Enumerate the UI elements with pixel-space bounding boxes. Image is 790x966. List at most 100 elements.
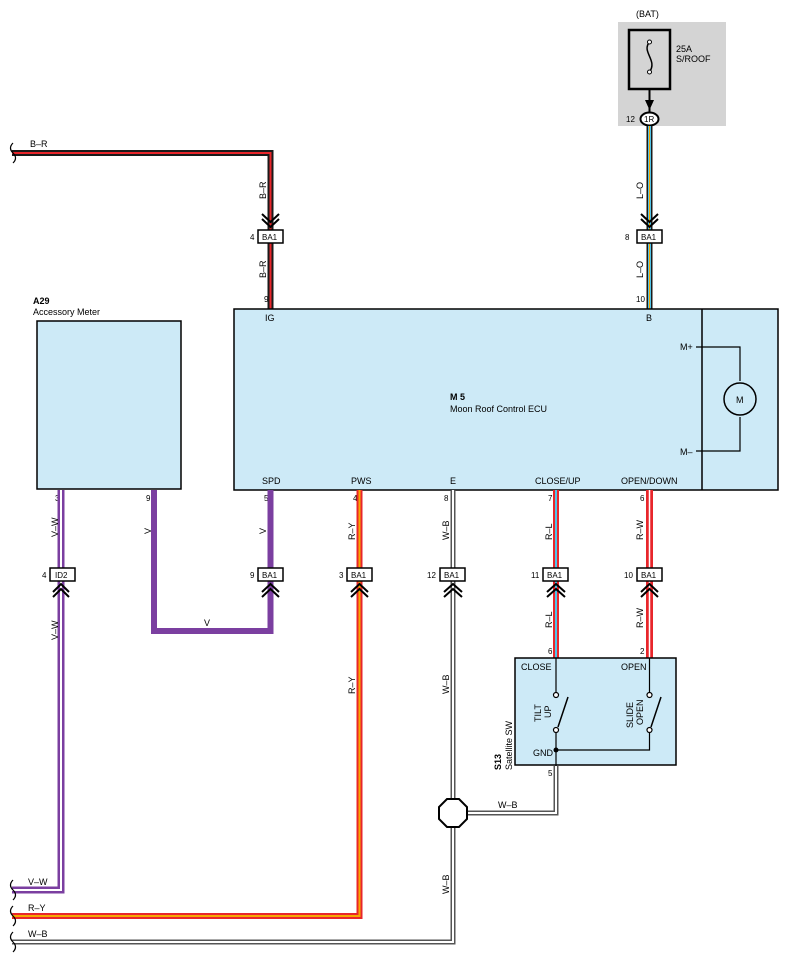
svg-text:B–R: B–R [258,260,268,278]
ecu-box [233,308,779,491]
svg-text:V: V [204,618,210,628]
svg-text:GND: GND [533,748,554,758]
wire-vw [12,490,65,894]
svg-text:M: M [736,395,744,405]
svg-text:8: 8 [625,233,630,242]
connector-rw-ba1: BA1 10 [624,567,663,598]
wire-br-label: B–R [30,139,48,149]
junction-arrow-icon [645,100,654,110]
svg-text:S13: S13 [493,754,503,770]
svg-text:12: 12 [427,571,436,580]
ecu-code: M 5 [450,392,465,402]
connector-vw-id2: ID2 4 [42,567,76,598]
svg-text:9: 9 [264,295,269,304]
motor-icon [723,382,757,416]
wire-v [151,490,274,634]
svg-text:OPEN: OPEN [621,662,647,672]
svg-text:8: 8 [444,494,449,503]
ecu-name: Moon Roof Control ECU [450,404,547,414]
svg-text:SPD: SPD [262,476,281,486]
svg-text:BA1: BA1 [547,571,563,580]
svg-text:R–Y: R–Y [347,522,357,540]
svg-text:OPEN/DOWN: OPEN/DOWN [621,476,678,486]
svg-text:R–L: R–L [544,523,554,540]
connector-lo-ba1: BA1 8 [625,213,663,244]
svg-text:IG: IG [265,313,275,323]
svg-text:CLOSE: CLOSE [521,662,552,672]
svg-text:M+: M+ [680,342,693,352]
connector-ry-ba1: BA1 3 [339,567,373,598]
svg-text:R–L: R–L [544,611,554,628]
svg-text:11: 11 [531,571,540,580]
svg-text:ID2: ID2 [55,571,68,580]
connector-wb-ba1: BA1 12 [427,567,466,598]
svg-text:9: 9 [146,494,151,503]
svg-text:2: 2 [640,647,645,656]
wire-break-icon [9,142,17,164]
svg-text:4: 4 [250,233,255,242]
svg-text:E: E [450,476,456,486]
svg-text:OPEN: OPEN [635,699,645,725]
svg-text:B: B [646,313,652,323]
svg-text:TILT: TILT [533,704,543,722]
svg-text:W–B: W–B [441,520,451,540]
svg-text:V: V [258,528,268,534]
svg-text:R–W: R–W [635,519,645,540]
svg-text:5: 5 [548,769,553,778]
svg-text:BA1: BA1 [351,571,367,580]
svg-text:L–O: L–O [635,261,645,278]
junction-pin: 12 [626,115,635,124]
svg-text:9: 9 [250,571,255,580]
svg-text:B–R: B–R [258,181,268,199]
connector-v-ba1: BA1 9 [250,567,284,598]
svg-text:V–W: V–W [50,517,60,537]
wire-wb [12,490,559,945]
svg-text:R–Y: R–Y [347,676,357,694]
svg-text:UP: UP [543,705,553,718]
fuse-icon [646,41,653,73]
battery-label: (BAT) [636,9,659,19]
svg-text:M–: M– [680,447,693,457]
svg-text:5: 5 [264,494,269,503]
svg-text:CLOSE/UP: CLOSE/UP [535,476,581,486]
svg-text:V–W: V–W [28,877,48,887]
svg-text:W–B: W–B [498,800,518,810]
svg-text:BA1: BA1 [262,233,278,242]
fuse-rating: 25A [676,44,692,54]
svg-text:6: 6 [548,647,553,656]
fuse-name: S/ROOF [676,54,711,64]
satellite-sw-label: S13 Satellite SW [493,720,514,770]
svg-text:1R: 1R [644,115,654,124]
svg-text:BA1: BA1 [444,571,460,580]
svg-text:V–W: V–W [50,620,60,640]
junction-1r [639,111,660,127]
svg-text:R–Y: R–Y [28,903,46,913]
svg-text:W–B: W–B [441,874,451,894]
svg-text:4: 4 [42,571,47,580]
svg-text:6: 6 [640,494,645,503]
wire-br [12,150,274,309]
svg-text:Satellite SW: Satellite SW [504,720,514,770]
fuse-box [627,28,672,91]
svg-text:10: 10 [636,295,645,304]
wire-ry [12,490,363,919]
svg-text:BA1: BA1 [641,233,657,242]
svg-text:W–B: W–B [441,674,451,694]
connector-rl-ba1: BA1 11 [531,567,569,598]
accessory-meter-name: Accessory Meter [33,307,100,317]
tilt-up-switch [552,658,569,766]
svg-text:4: 4 [353,494,358,503]
svg-text:R–W: R–W [635,607,645,628]
accessory-meter-box [36,320,182,490]
svg-text:7: 7 [548,494,553,503]
svg-text:SLIDE: SLIDE [625,702,635,728]
svg-text:3: 3 [339,571,344,580]
slide-open-switch [556,658,662,751]
connector-br-ba1: BA1 4 [250,213,284,244]
svg-text:V: V [143,528,153,534]
ground-splice [438,798,468,828]
svg-text:W–B: W–B [28,929,48,939]
accessory-meter-code: A29 [33,296,50,306]
svg-text:L–O: L–O [635,182,645,199]
